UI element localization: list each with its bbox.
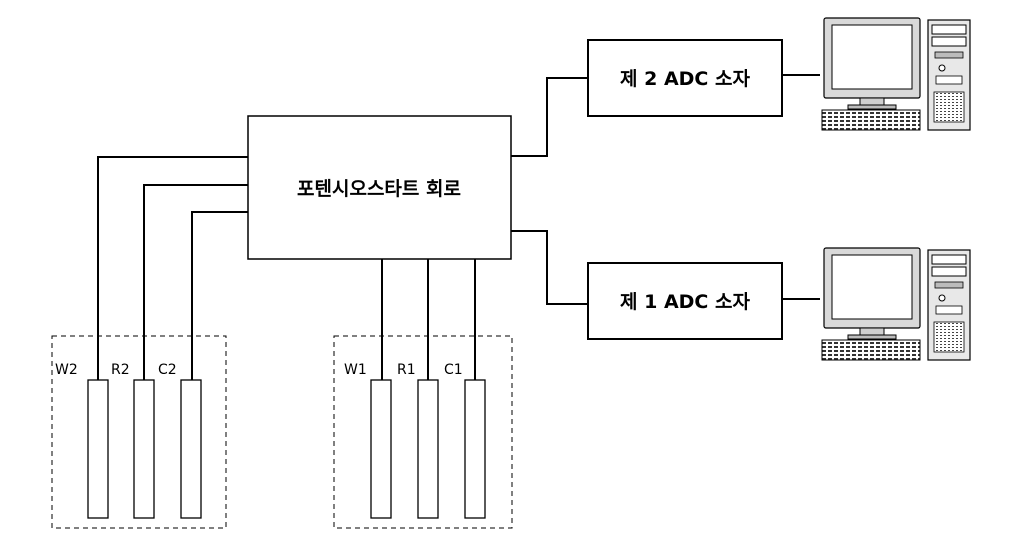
wire-potentiostat-adc2 (511, 77, 588, 157)
wire-potentiostat-adc1 (511, 230, 588, 305)
connection-lines (97, 74, 820, 380)
electrode-c2 (180, 379, 202, 519)
electrode-label-c2: C2 (158, 362, 177, 378)
electrode-r1 (417, 379, 439, 519)
desktop-computer-icon (821, 247, 971, 361)
electrode-group-1-border (333, 335, 513, 529)
adc-2-box: 제 2 ADC 소자 (587, 39, 783, 117)
electrode-label-w1: W1 (344, 362, 367, 378)
electrode-w1 (370, 379, 392, 519)
desktop-computer-icon (821, 17, 971, 131)
adc-1-box: 제 1 ADC 소자 (587, 262, 783, 340)
electrode-label-r1: R1 (397, 362, 416, 378)
electrode-label-c1: C1 (444, 362, 463, 378)
potentiostat-circuit-box: 포텐시오스타트 회로 (247, 115, 512, 260)
wire-w2 (97, 156, 248, 380)
electrode-w2 (87, 379, 109, 519)
adc-2-label: 제 2 ADC 소자 (620, 68, 750, 90)
potentiostat-label: 포텐시오스타트 회로 (297, 178, 461, 200)
electrode-group-1: W1 R1 C1 (333, 335, 513, 529)
electrode-r2 (133, 379, 155, 519)
wire-c2 (191, 211, 248, 380)
electrode-c1 (464, 379, 486, 519)
electrode-label-r2: R2 (111, 362, 130, 378)
wire-r2 (143, 184, 248, 380)
electrode-label-w2: W2 (55, 362, 78, 378)
electrode-group-2-border (51, 335, 227, 529)
electrode-group-2: W2 R2 C2 (51, 335, 227, 529)
adc-1-label: 제 1 ADC 소자 (620, 291, 750, 313)
